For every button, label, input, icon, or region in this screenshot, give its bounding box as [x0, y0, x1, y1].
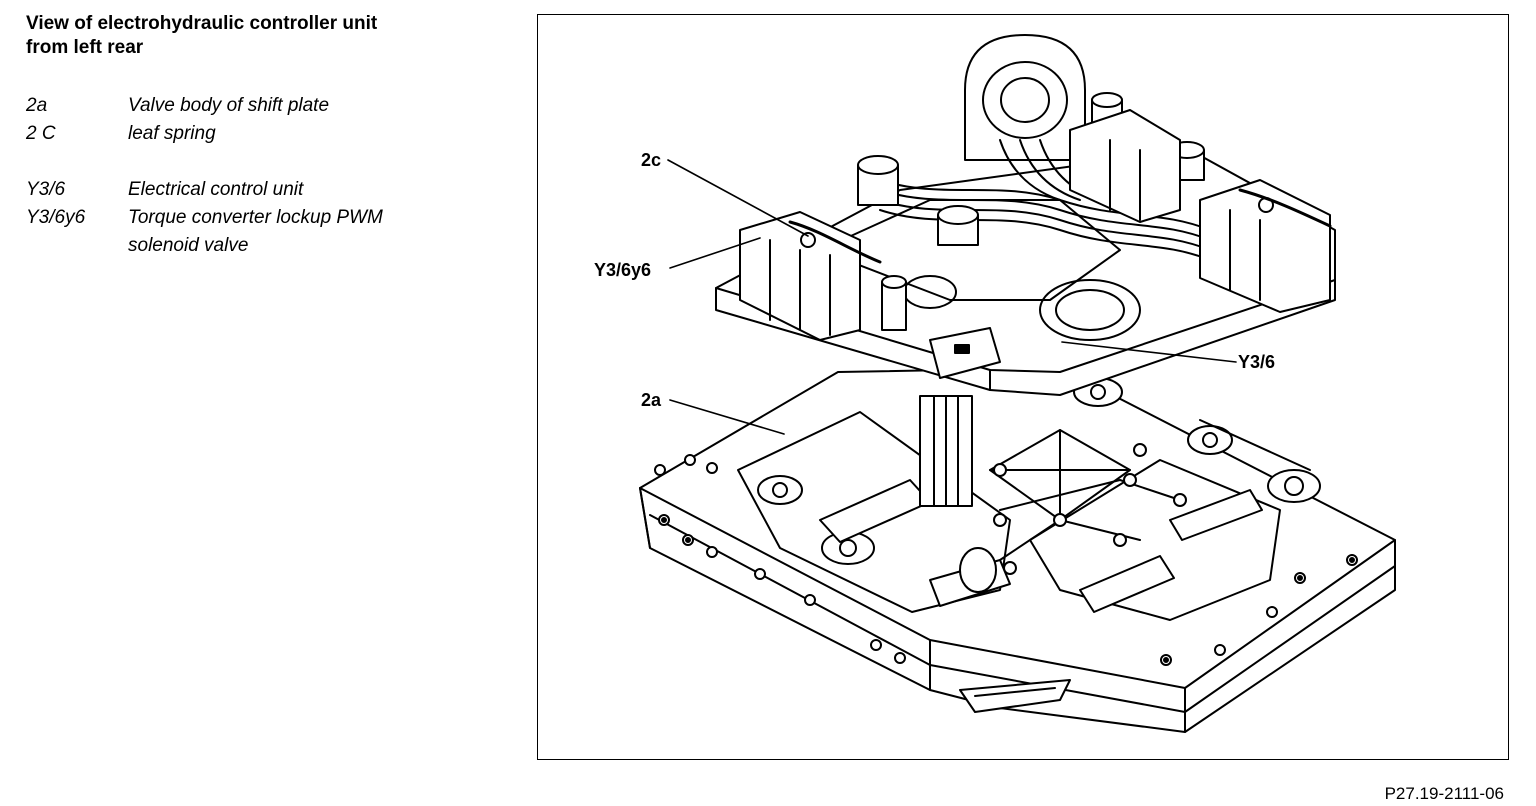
legend-item: Y3/6 Electrical control unit	[26, 176, 506, 204]
electrical-control-unit-drawing	[715, 34, 1336, 396]
legend-list: 2a Valve body of shift plate 2 C leaf sp…	[26, 92, 506, 260]
callout-y3-6y6: Y3/6y6	[594, 260, 652, 280]
illustration-frame	[537, 14, 1509, 760]
legend-desc: Torque converter lockup PWM solenoid val…	[128, 207, 383, 256]
caption-title-line2: from left rear	[26, 37, 144, 58]
legend-desc: Valve body of shift plate	[128, 95, 330, 116]
legend-item: Y3/6y6 Torque converter lockup PWM solen…	[26, 204, 506, 260]
caption-title-line1: View of electrohydraulic controller unit	[26, 13, 378, 34]
callout-2c: 2c	[641, 150, 662, 170]
valve-body-drawing	[639, 367, 1396, 733]
legend-code: 2 C	[26, 123, 56, 144]
legend-code: Y3/6	[26, 179, 66, 200]
callout-2a: 2a	[641, 390, 662, 410]
legend-code: 2a	[26, 95, 48, 116]
legend-item: 2 C leaf spring	[26, 120, 506, 148]
figure-reference: P27.19-2111-06	[1384, 784, 1504, 803]
legend-code: Y3/6y6	[26, 207, 86, 228]
caption-title: View of electrohydraulic controller unit…	[26, 12, 486, 60]
callout-leaders	[667, 159, 1237, 435]
legend-item: 2a Valve body of shift plate	[26, 92, 506, 120]
legend-desc: leaf spring	[128, 123, 216, 144]
callout-y3-6: Y3/6	[1238, 352, 1276, 372]
legend-desc: Electrical control unit	[128, 179, 304, 200]
